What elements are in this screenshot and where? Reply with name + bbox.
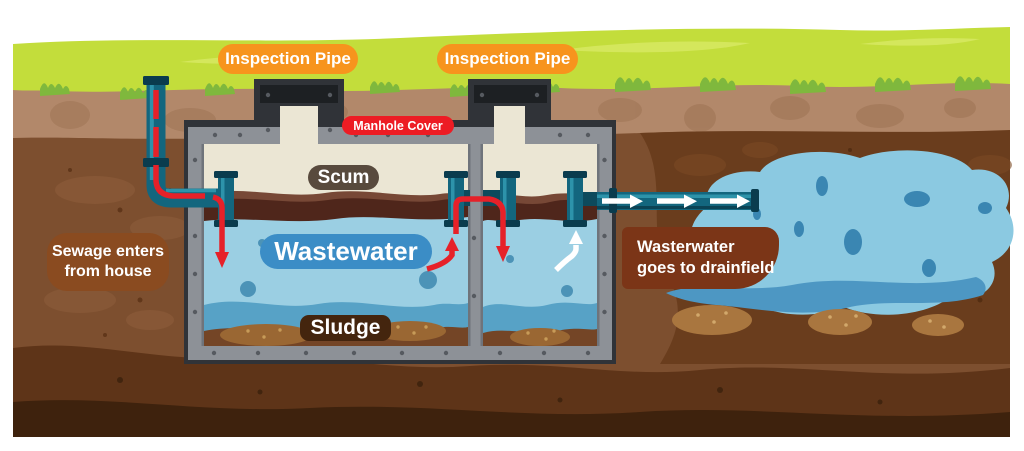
divider-wall — [468, 144, 483, 346]
manhole-cover-left — [260, 85, 338, 103]
label-inspection-pipe-right-text: Inspection Pipe — [444, 49, 571, 68]
label-wastewater: Wastewater — [260, 234, 432, 269]
label-sewage-inlet-line2: from house — [64, 263, 152, 280]
deepsoil-speckles — [117, 377, 883, 405]
tee-pipes — [214, 171, 597, 227]
chamber1-contents — [204, 190, 468, 346]
topsoil-streaks — [50, 96, 976, 132]
red-flow-arrows — [153, 90, 506, 272]
drainfield-wave — [666, 277, 986, 313]
label-manhole-cover: Manhole Cover — [342, 116, 454, 135]
label-drainfield-outlet-line2: goes to drainfield — [637, 259, 775, 277]
drainfield-spots — [753, 176, 992, 277]
label-scum-text: Scum — [317, 166, 370, 188]
label-inspection-pipe-left: Inspection Pipe — [218, 44, 358, 74]
riser-shaft-right — [494, 106, 525, 146]
label-wastewater-text: Wastewater — [274, 236, 418, 266]
label-drainfield-outlet-line1: Wasterwater — [637, 237, 735, 256]
label-sewage-inlet-line1: Sewage enters — [51, 243, 165, 260]
red-arrowheads — [215, 237, 510, 268]
label-sludge-text: Sludge — [310, 316, 381, 339]
label-sludge: Sludge — [300, 315, 391, 341]
drainfield-stones — [672, 305, 964, 336]
label-manhole-cover-text: Manhole Cover — [353, 118, 443, 133]
midsoil-blobs — [44, 176, 190, 330]
white-flow-arrows — [554, 198, 737, 272]
riser-shaft-left — [280, 106, 318, 146]
label-scum: Scum — [308, 165, 379, 190]
label-inspection-pipe-right: Inspection Pipe — [437, 44, 578, 74]
label-drainfield-outlet: Wasterwater goes to drainfield — [622, 227, 779, 289]
label-sewage-inlet: Sewage enters from house — [47, 233, 169, 291]
drainfield — [666, 150, 1014, 336]
white-arrowheads — [569, 194, 750, 244]
tee-chamber2-outlet — [563, 171, 587, 227]
manhole-cover-right — [474, 85, 547, 103]
label-inspection-pipe-left-text: Inspection Pipe — [225, 49, 351, 68]
flow-arrows — [153, 90, 750, 272]
grass-tufts — [40, 76, 991, 100]
